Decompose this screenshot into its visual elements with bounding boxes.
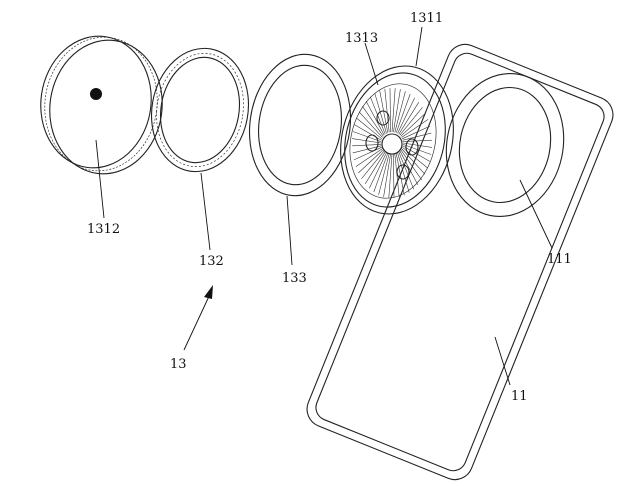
fan-blade — [379, 90, 389, 133]
fan-blade — [400, 149, 422, 181]
fan-blade — [365, 100, 385, 136]
fan-blade — [402, 125, 431, 140]
fan-blade — [400, 112, 426, 137]
fan-blade — [395, 153, 405, 196]
fan-blade — [391, 88, 396, 133]
fan-blade — [401, 148, 426, 175]
fan-blade — [397, 152, 410, 193]
fan-blade — [388, 153, 393, 198]
label-132: 132 — [199, 254, 224, 269]
label-1312: 1312 — [87, 222, 120, 237]
lens-hole — [90, 88, 102, 100]
leader-lines — [95, 26, 553, 386]
fan-blade — [373, 153, 389, 193]
label-1313: 1313 — [345, 31, 378, 46]
fan-blade — [399, 150, 419, 186]
label-11: 11 — [511, 389, 528, 404]
fan-blade — [356, 117, 382, 140]
knurled-ring-132 — [150, 47, 250, 173]
lens-cap-1312 — [40, 35, 163, 175]
label-133: 133 — [282, 271, 307, 286]
fan-blade — [389, 88, 391, 133]
fan-blade — [402, 144, 432, 155]
label-13: 13 — [170, 357, 187, 372]
fan-blade — [353, 146, 382, 161]
fan-blade — [397, 97, 415, 134]
fan-blade — [352, 131, 382, 142]
label-1311: 1311 — [410, 11, 443, 26]
fan-blade — [398, 151, 414, 190]
fan-blade — [358, 149, 384, 174]
camera-ring — [445, 72, 565, 218]
fan-blade — [399, 107, 423, 136]
label-111: 111 — [547, 252, 572, 267]
fan-blade — [401, 119, 429, 138]
fan-blade — [394, 91, 406, 133]
fan-blade — [374, 93, 387, 134]
fan-blade — [383, 153, 391, 197]
fan-blade — [393, 89, 401, 133]
fan-blade — [358, 111, 383, 138]
plain-ring-133 — [248, 53, 352, 197]
fan-blade — [378, 153, 390, 195]
fan-blade — [398, 102, 420, 135]
fan-blade — [355, 148, 383, 167]
assembly-arrow — [183, 285, 213, 351]
fan-blade — [364, 151, 386, 184]
fan-assembly-1311 — [340, 65, 454, 215]
fan-blade — [395, 93, 411, 133]
fan-blade — [362, 105, 384, 137]
fan-blade — [369, 152, 387, 189]
fan-blade — [361, 150, 385, 179]
fan-blade — [394, 153, 400, 198]
fan-blade — [393, 153, 395, 198]
fan-blade — [384, 88, 390, 133]
fan-blade — [402, 132, 432, 141]
